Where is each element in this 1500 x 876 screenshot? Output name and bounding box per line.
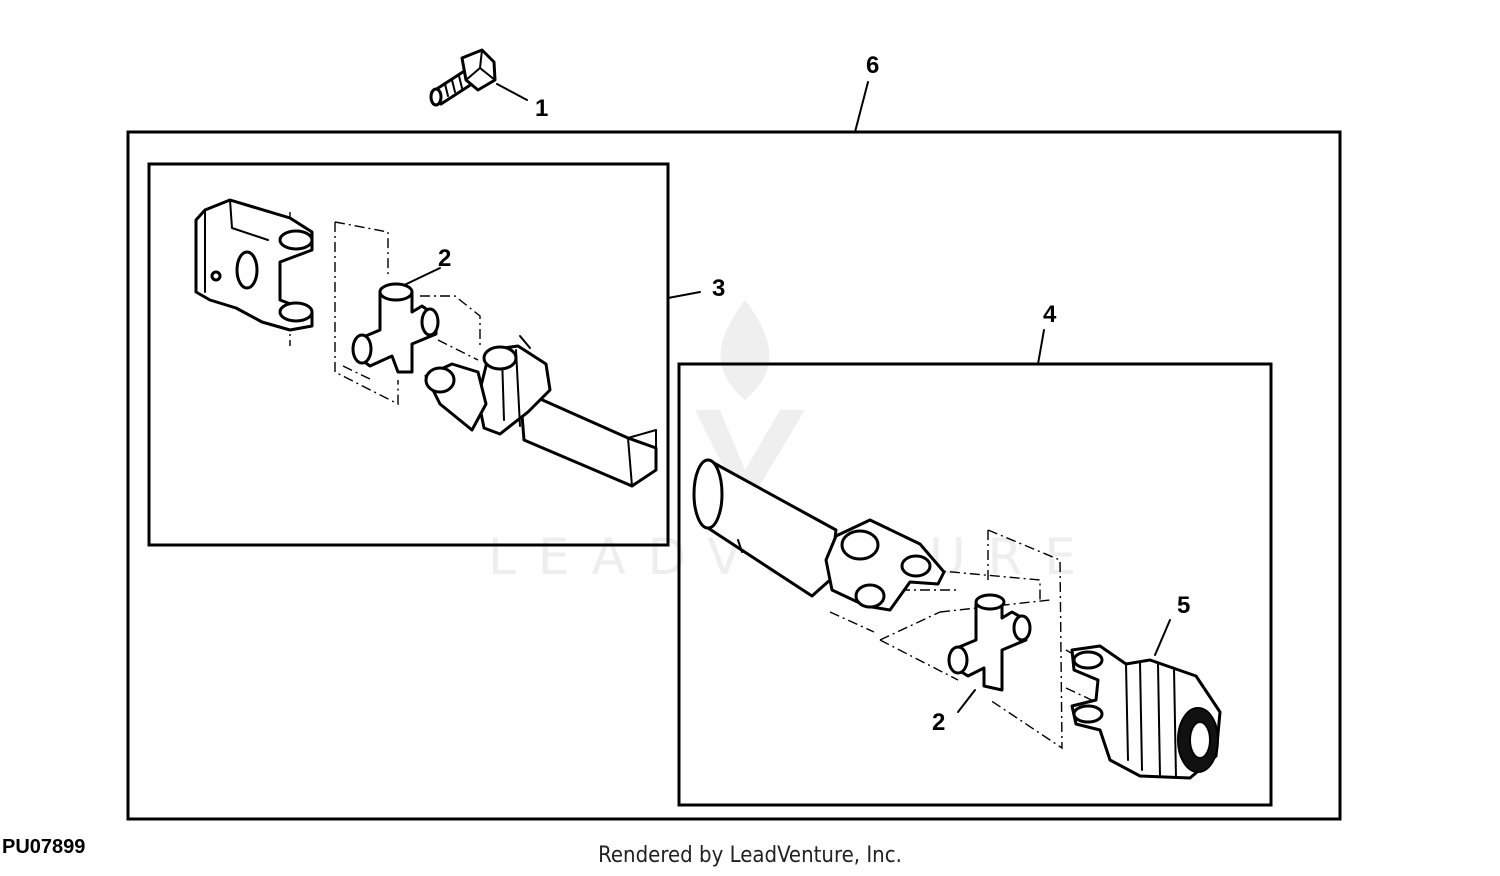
cross-part-2-lower	[947, 593, 1032, 692]
cross-part-2-upper	[351, 282, 440, 374]
callout-3: 3	[712, 275, 725, 302]
leader-lines	[397, 81, 1171, 713]
callout-5: 5	[1177, 592, 1190, 619]
callout-2-lower: 2	[932, 709, 945, 736]
bolt-part-1	[429, 48, 497, 107]
subassembly-frame-4	[677, 362, 1273, 807]
yoke-part	[194, 198, 314, 332]
tube-yoke-part	[692, 458, 946, 612]
callout-6: 6	[866, 52, 879, 79]
subassembly-frame-3	[147, 162, 670, 547]
figure-id: PU07899	[2, 836, 86, 858]
assembly-frame	[126, 130, 1342, 821]
watermark-logo	[695, 300, 805, 510]
square-shaft-part	[424, 335, 658, 488]
callout-4: 4	[1043, 301, 1057, 328]
callout-2-upper: 2	[438, 245, 451, 272]
callout-1: 1	[535, 95, 548, 122]
hub-yoke-part-5	[1070, 644, 1222, 780]
credit-text: Rendered by LeadVenture, Inc.	[598, 843, 902, 868]
